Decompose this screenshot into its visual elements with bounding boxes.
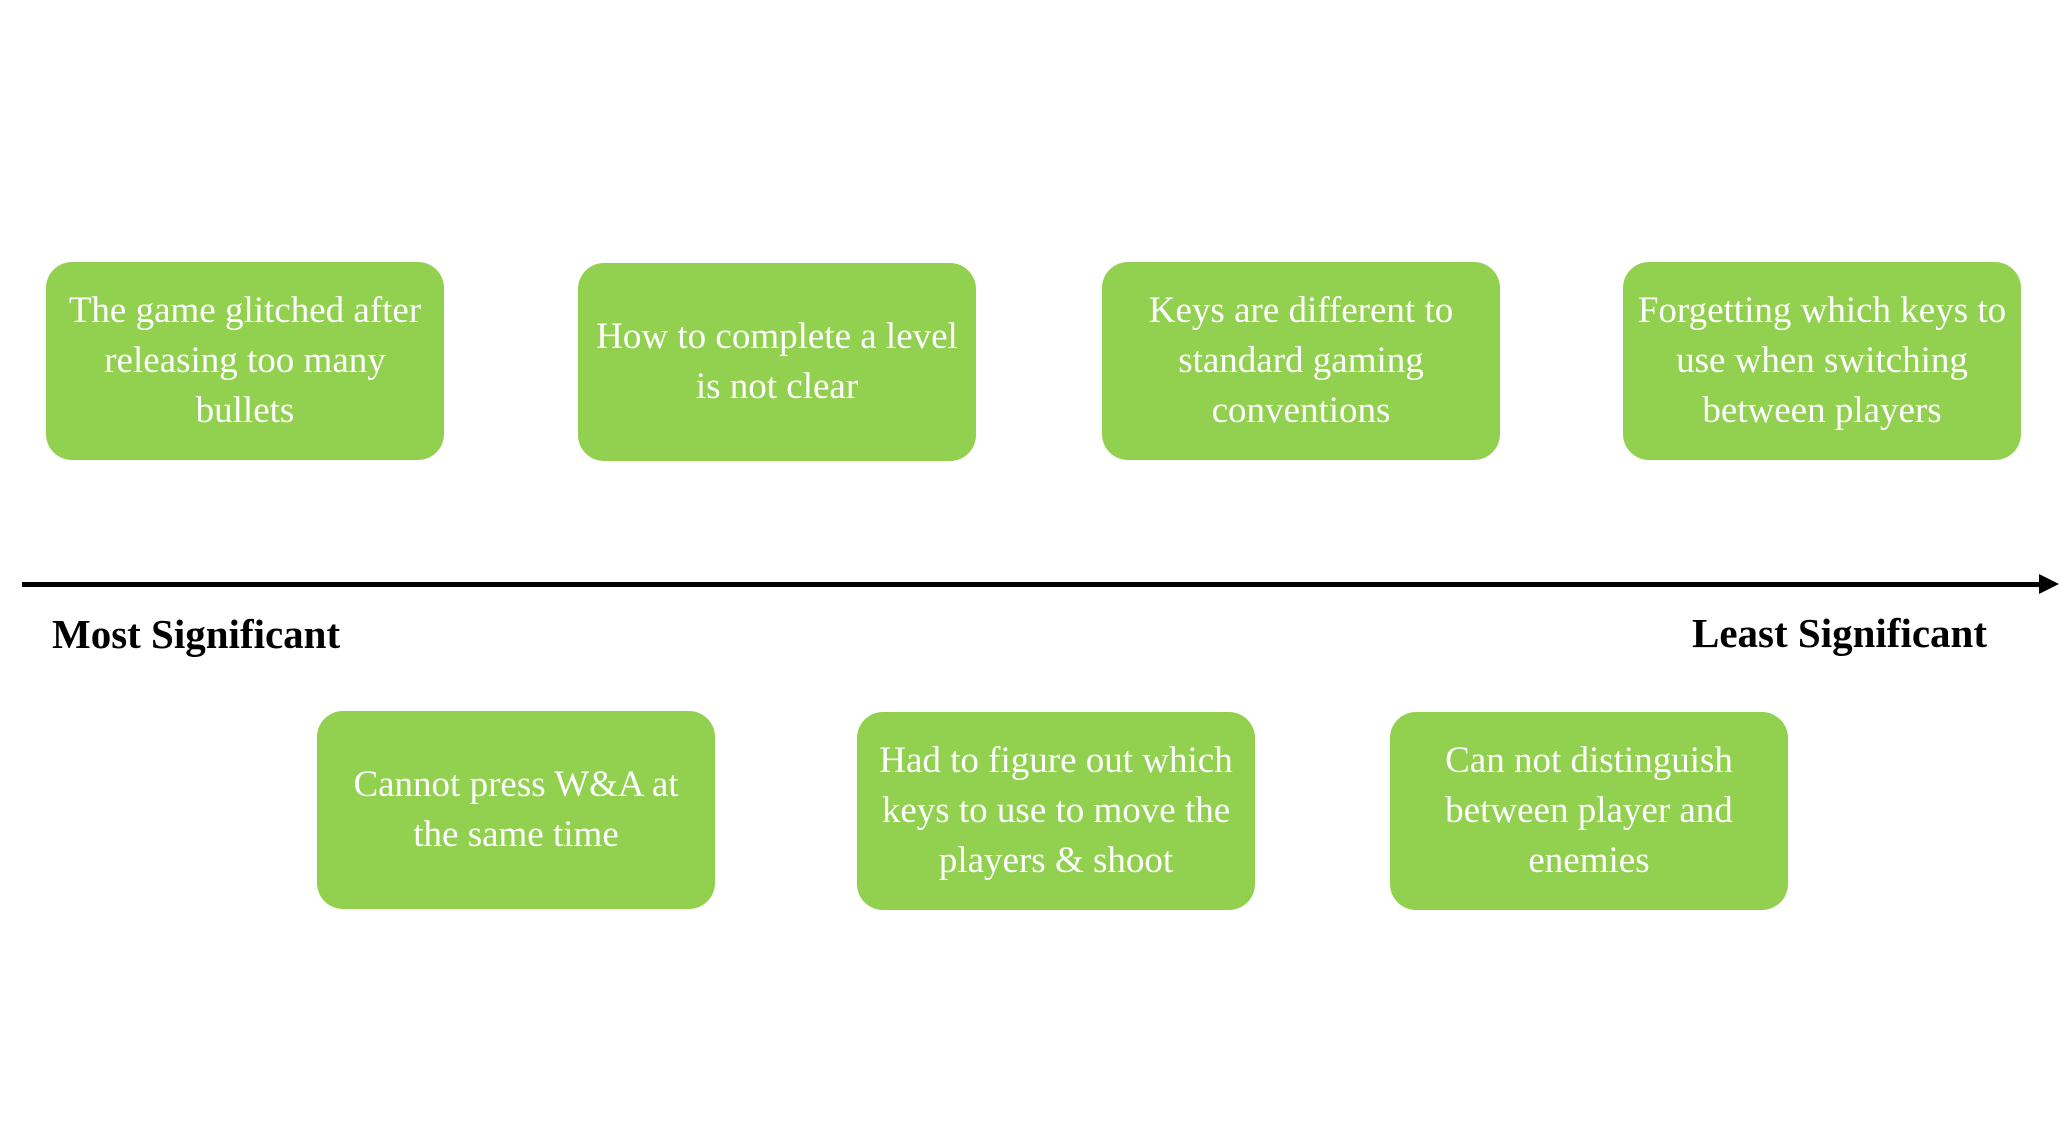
- issue-text: Cannot press W&A at the same time: [353, 764, 679, 855]
- issue-text: Can not distinguish between player and e…: [1445, 740, 1733, 881]
- issue-text: Had to figure out which keys to use to m…: [879, 740, 1233, 881]
- issue-text: Keys are different to standard gaming co…: [1148, 290, 1454, 431]
- significance-axis-line: [22, 582, 2044, 587]
- arrowhead-icon: [2039, 574, 2059, 594]
- issue-box-level-unclear: How to complete a level is not clear: [578, 263, 976, 461]
- issue-text: Forgetting which keys to use when switch…: [1637, 290, 2007, 431]
- issue-box-distinguish-enemies: Can not distinguish between player and e…: [1390, 712, 1788, 910]
- issue-box-nonstandard-keys: Keys are different to standard gaming co…: [1102, 262, 1500, 460]
- issue-text: How to complete a level is not clear: [596, 316, 958, 407]
- issue-box-glitch: The game glitched after releasing too ma…: [46, 262, 444, 460]
- issue-box-wa-keys: Cannot press W&A at the same time: [317, 711, 715, 909]
- axis-start-label: Most Significant: [52, 611, 341, 657]
- issue-box-figure-out-keys: Had to figure out which keys to use to m…: [857, 712, 1255, 910]
- issue-text: The game glitched after releasing too ma…: [68, 290, 422, 431]
- axis-end-label: Least Significant: [1692, 610, 1987, 656]
- issue-box-forgetting-keys: Forgetting which keys to use when switch…: [1623, 262, 2021, 460]
